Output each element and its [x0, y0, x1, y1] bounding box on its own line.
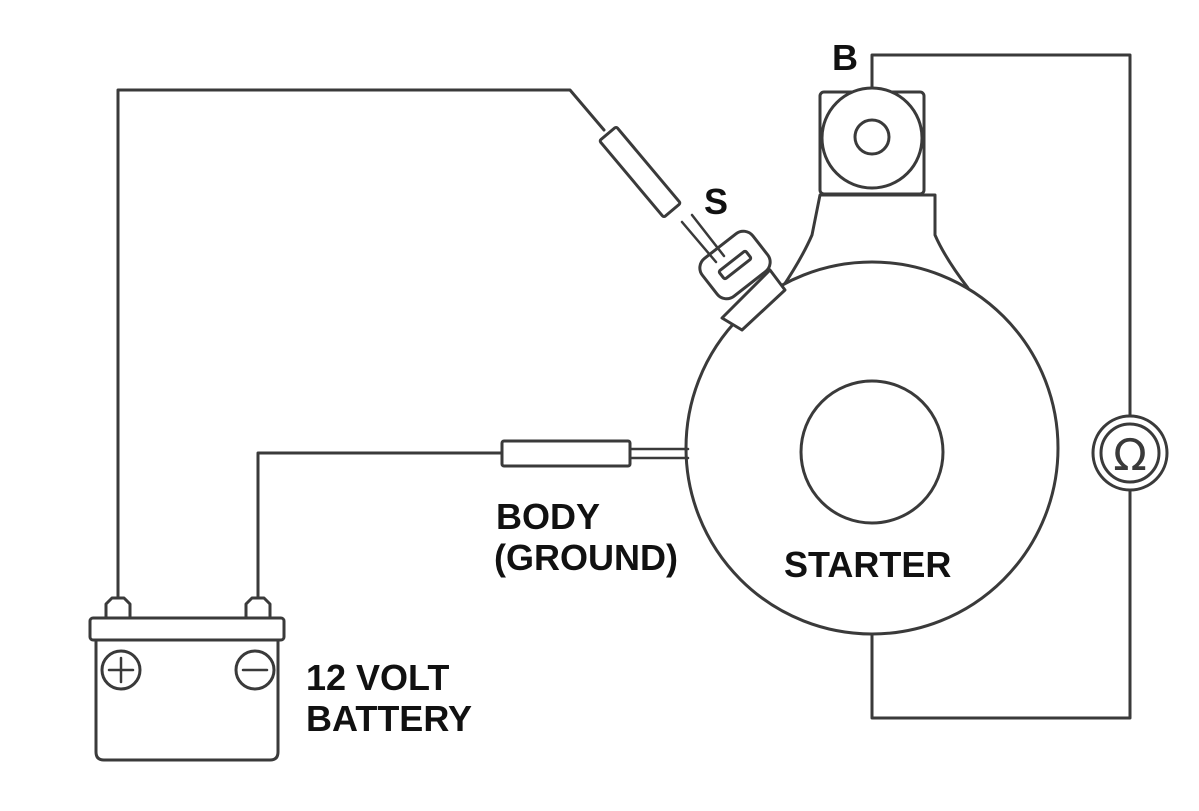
ohmmeter-wire-top	[870, 53, 1132, 420]
label-starter: STARTER	[784, 544, 951, 585]
s-terminal-connector	[680, 213, 787, 332]
ground-wire	[256, 451, 504, 602]
ohm-symbol: Ω	[1113, 430, 1147, 481]
battery	[88, 596, 286, 762]
starter	[684, 193, 1060, 652]
label-body: BODY	[496, 496, 600, 537]
starter-bore	[799, 379, 945, 525]
label-battery-voltage: 12 VOLT	[306, 657, 449, 698]
s-clip	[598, 125, 682, 219]
positive-wire	[116, 88, 606, 602]
label-battery: BATTERY	[306, 698, 472, 739]
ground-clip	[500, 439, 690, 468]
label-ground: (GROUND)	[494, 537, 678, 578]
b-terminal	[818, 86, 926, 196]
ohmmeter: Ω	[1091, 414, 1169, 492]
ohmmeter-wire-bottom	[870, 486, 1132, 720]
label-s-terminal: S	[704, 181, 728, 222]
label-b-terminal: B	[832, 37, 858, 78]
